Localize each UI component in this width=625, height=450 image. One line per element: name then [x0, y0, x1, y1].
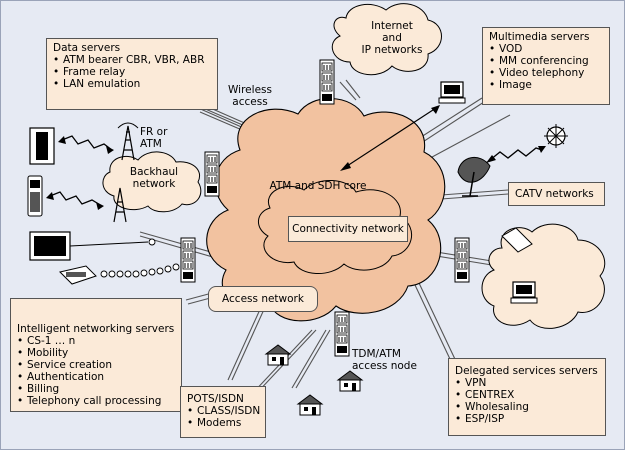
telephone-icon: [59, 265, 97, 285]
tdm-atm-line: TDM/ATM: [352, 348, 401, 360]
list-item: Billing: [17, 383, 175, 395]
atm-sdh-core-text: ATM and SDH core: [269, 180, 367, 192]
delegated-servers-list: VPN CENTREX Wholesaling ESP/ISP: [455, 377, 599, 425]
fr-atm-line: FR or: [140, 126, 168, 138]
internet-label-line: Internet: [371, 20, 413, 32]
list-item: MM conferencing: [489, 55, 603, 67]
list-item: Modems: [187, 417, 259, 429]
list-item: Mobility: [17, 347, 175, 359]
delegated-services-servers-box: Delegated services servers VPN CENTREX W…: [448, 358, 606, 436]
pbx-cabinet-icon: [29, 127, 55, 165]
list-item: Frame relay: [53, 66, 211, 78]
catv-networks-label: CATV networks: [515, 188, 594, 200]
list-item: CLASS/ISDN: [187, 405, 260, 417]
intelligent-servers-list: CS-1 … n Mobility Service creation Authe…: [17, 335, 175, 407]
backhaul-network-line: Backhaul: [129, 166, 179, 178]
pots-isdn-list: CLASS/ISDN Modems: [187, 405, 260, 429]
list-item: Video telephony: [489, 67, 603, 79]
list-item: LAN emulation: [53, 78, 211, 90]
backhaul-network-label: Backhaul network: [124, 166, 184, 190]
connectivity-network-box: Connectivity network: [288, 216, 408, 242]
fr-atm-line: ATM: [140, 138, 162, 150]
radio-tower-icon: [117, 122, 139, 161]
radio-tower-icon: [113, 187, 127, 223]
television-icon: [29, 231, 71, 261]
atm-sdh-core-label: ATM and SDH core: [258, 180, 378, 192]
tdm-atm-access-node-label: TDM/ATM access node: [352, 348, 432, 372]
internet-label-line: and: [382, 32, 402, 44]
list-item: Authentication: [17, 371, 175, 383]
telephone-icon: [501, 227, 533, 253]
multimedia-servers-box: Multimedia servers VOD MM conferencing V…: [482, 27, 610, 105]
list-item: Image: [489, 79, 603, 91]
access-network-label: Access network: [222, 293, 304, 305]
list-item: CENTREX: [455, 389, 599, 401]
satellite-dish-icon: [457, 157, 491, 197]
list-item: VPN: [455, 377, 599, 389]
delegated-servers-title: Delegated services servers: [455, 365, 598, 377]
list-item: Telephony call processing: [17, 395, 175, 407]
list-item: Wholesaling: [455, 401, 599, 413]
multimedia-servers-title: Multimedia servers: [489, 31, 590, 43]
list-item: VOD: [489, 43, 603, 55]
internet-label: Internet and IP networks: [352, 20, 432, 56]
tdm-atm-line: access node: [352, 360, 417, 372]
pots-isdn-title: POTS/ISDN: [187, 393, 244, 405]
wireless-access-line: access: [232, 96, 268, 108]
house-icon: [297, 394, 323, 416]
backhaul-network-line: network: [132, 178, 176, 190]
data-servers-title: Data servers: [53, 42, 121, 54]
internet-label-line: IP networks: [361, 44, 423, 56]
computer-terminal-icon: [510, 281, 538, 304]
connectivity-network-label: Connectivity network: [292, 223, 404, 235]
house-icon: [265, 344, 291, 366]
multimedia-servers-list: VOD MM conferencing Video telephony Imag…: [489, 43, 603, 91]
list-item: CS-1 … n: [17, 335, 175, 347]
fr-atm-label: FR or ATM: [140, 126, 180, 150]
wireless-access-label: Wireless access: [222, 84, 278, 108]
data-servers-box: Data servers ATM bearer CBR, VBR, ABR Fr…: [46, 38, 218, 110]
switch-rack-icon: [319, 59, 335, 105]
switch-rack-icon: [334, 311, 350, 357]
intelligent-networking-servers-box: Intelligent networking servers CS-1 … n …: [10, 298, 182, 412]
pots-isdn-box: POTS/ISDN CLASS/ISDN Modems: [180, 386, 266, 438]
switch-rack-icon: [454, 237, 470, 283]
list-item: ATM bearer CBR, VBR, ABR: [53, 54, 211, 66]
access-network-box: Access network: [208, 286, 318, 312]
data-servers-list: ATM bearer CBR, VBR, ABR Frame relay LAN…: [53, 54, 211, 90]
catv-networks-box: CATV networks: [508, 182, 605, 206]
house-icon: [337, 370, 363, 392]
list-item: ESP/ISP: [455, 413, 599, 425]
intelligent-servers-title: Intelligent networking servers: [17, 323, 175, 335]
wireless-access-line: Wireless: [228, 84, 272, 96]
switch-rack-icon: [204, 151, 220, 197]
handset-icon: [27, 175, 43, 217]
computer-terminal-icon: [438, 81, 466, 104]
satellite-icon: [544, 124, 568, 148]
switch-rack-icon: [180, 237, 196, 283]
list-item: Service creation: [17, 359, 175, 371]
